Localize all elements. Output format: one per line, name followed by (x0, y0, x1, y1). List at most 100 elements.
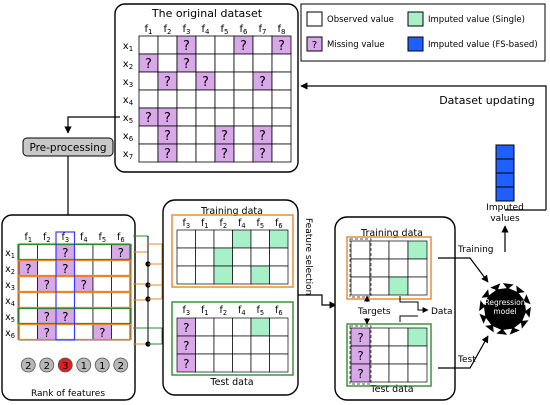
ranked-cell (37, 243, 57, 261)
selected-cell (388, 327, 409, 347)
table-feature-header: f4 (238, 218, 246, 230)
missing-mark: ? (221, 147, 228, 162)
missing-mark: ? (25, 262, 31, 276)
original-cell (157, 35, 178, 55)
selected-cell (369, 258, 390, 278)
original-cell (233, 71, 254, 91)
original-cell (138, 89, 159, 109)
missing-mark: ? (99, 326, 105, 340)
ranked-cell (111, 323, 131, 341)
selected-cell (407, 363, 428, 383)
selected-cell (350, 240, 371, 260)
original-cell (271, 71, 292, 91)
original-feature-header: f1 (145, 24, 153, 36)
test-arrow-label: Test (457, 355, 476, 365)
ranked-cell (92, 307, 112, 325)
table-cell (232, 247, 252, 267)
selected-cell (407, 276, 428, 296)
table-feature-header: f5 (256, 305, 264, 317)
original-cell (233, 125, 254, 145)
table-cell (195, 335, 215, 355)
ranked-feature-header: f6 (117, 232, 125, 244)
selected-cell (407, 327, 428, 347)
ranked-feature-header: f3 (61, 232, 69, 244)
ranked-cell (18, 275, 38, 293)
original-cell (214, 107, 235, 127)
original-feature-header: f6 (240, 24, 249, 36)
table-cell (213, 229, 233, 249)
table-cell (269, 229, 289, 249)
split-connectors (133, 235, 171, 347)
table-frame (171, 214, 294, 288)
table-cell (250, 353, 270, 373)
selected-cell (369, 345, 390, 365)
ranked-cell (18, 323, 38, 341)
original-feature-header: f4 (202, 24, 211, 36)
table-feature-header: f6 (275, 305, 283, 317)
original-feature-header: f2 (164, 24, 172, 36)
ranked-cell (55, 275, 75, 293)
ranked-cell (92, 291, 112, 309)
pre-processing-step: Pre-processing (22, 116, 120, 225)
missing-mark: ? (44, 278, 50, 292)
original-cell (252, 53, 273, 73)
table-cell (269, 317, 289, 337)
ranked-cell (74, 243, 94, 261)
original-cell (195, 143, 216, 163)
table-feature-header: f3 (182, 305, 190, 317)
rank-value: 3 (62, 361, 68, 372)
selected-cell (407, 345, 428, 365)
table-feature-header: f2 (219, 305, 227, 317)
missing-mark: ? (81, 278, 87, 292)
ranked-row-label: x4 (5, 296, 15, 308)
missing-mark: ? (183, 57, 190, 72)
missing-mark: ? (259, 129, 266, 144)
regression-model-gear-icon: Regression model (479, 283, 531, 335)
original-cell (195, 107, 216, 127)
table-cell (269, 335, 289, 355)
rank-badge (113, 357, 129, 373)
legend-imputed-single-label: Imputed value (Single) (428, 15, 525, 25)
selected-cell (369, 240, 390, 260)
rank-badge (39, 357, 55, 373)
table-feature-header: f6 (275, 218, 283, 230)
original-cell (176, 89, 197, 109)
table-cell (213, 335, 233, 355)
original-cell (176, 125, 197, 145)
selected-cell (388, 276, 409, 296)
ranked-cell (18, 243, 38, 261)
legend-imputed-fs-label: Imputed value (FS-based) (428, 40, 538, 50)
missing-mark: ? (240, 39, 247, 54)
ranked-row-label: x6 (5, 328, 15, 340)
original-row-label: x4 (123, 95, 134, 107)
dataset-updating-label: Dataset updating (439, 94, 535, 107)
selected-cell (369, 276, 390, 296)
selected-cell (388, 345, 409, 365)
table-cell (232, 317, 252, 337)
targets-label: Targets (357, 307, 391, 317)
missing-mark: ? (357, 349, 363, 363)
legend-missing-swatch (306, 36, 323, 52)
original-row-label: x5 (123, 113, 133, 125)
table-frame (171, 301, 294, 376)
selected-test-table: ??? (346, 323, 432, 387)
original-cell (271, 125, 292, 145)
ranked-feature-header: f2 (43, 232, 51, 244)
legend-observed-swatch (306, 11, 323, 27)
original-row-label: x7 (123, 149, 133, 161)
regression-model-label-1: Regression (484, 298, 525, 307)
rank-badge (76, 357, 92, 373)
table-cell (232, 229, 252, 249)
original-cell (214, 89, 235, 109)
rank-value: 1 (81, 361, 87, 372)
ranked-feature-header: f5 (98, 232, 106, 244)
missing-mark: ? (221, 129, 228, 144)
selected-cell (388, 363, 409, 383)
missing-mark: ? (44, 326, 50, 340)
selected-cell (388, 240, 409, 260)
table-cell (213, 353, 233, 373)
ranked-cell (37, 259, 57, 277)
table-cell (213, 247, 233, 267)
